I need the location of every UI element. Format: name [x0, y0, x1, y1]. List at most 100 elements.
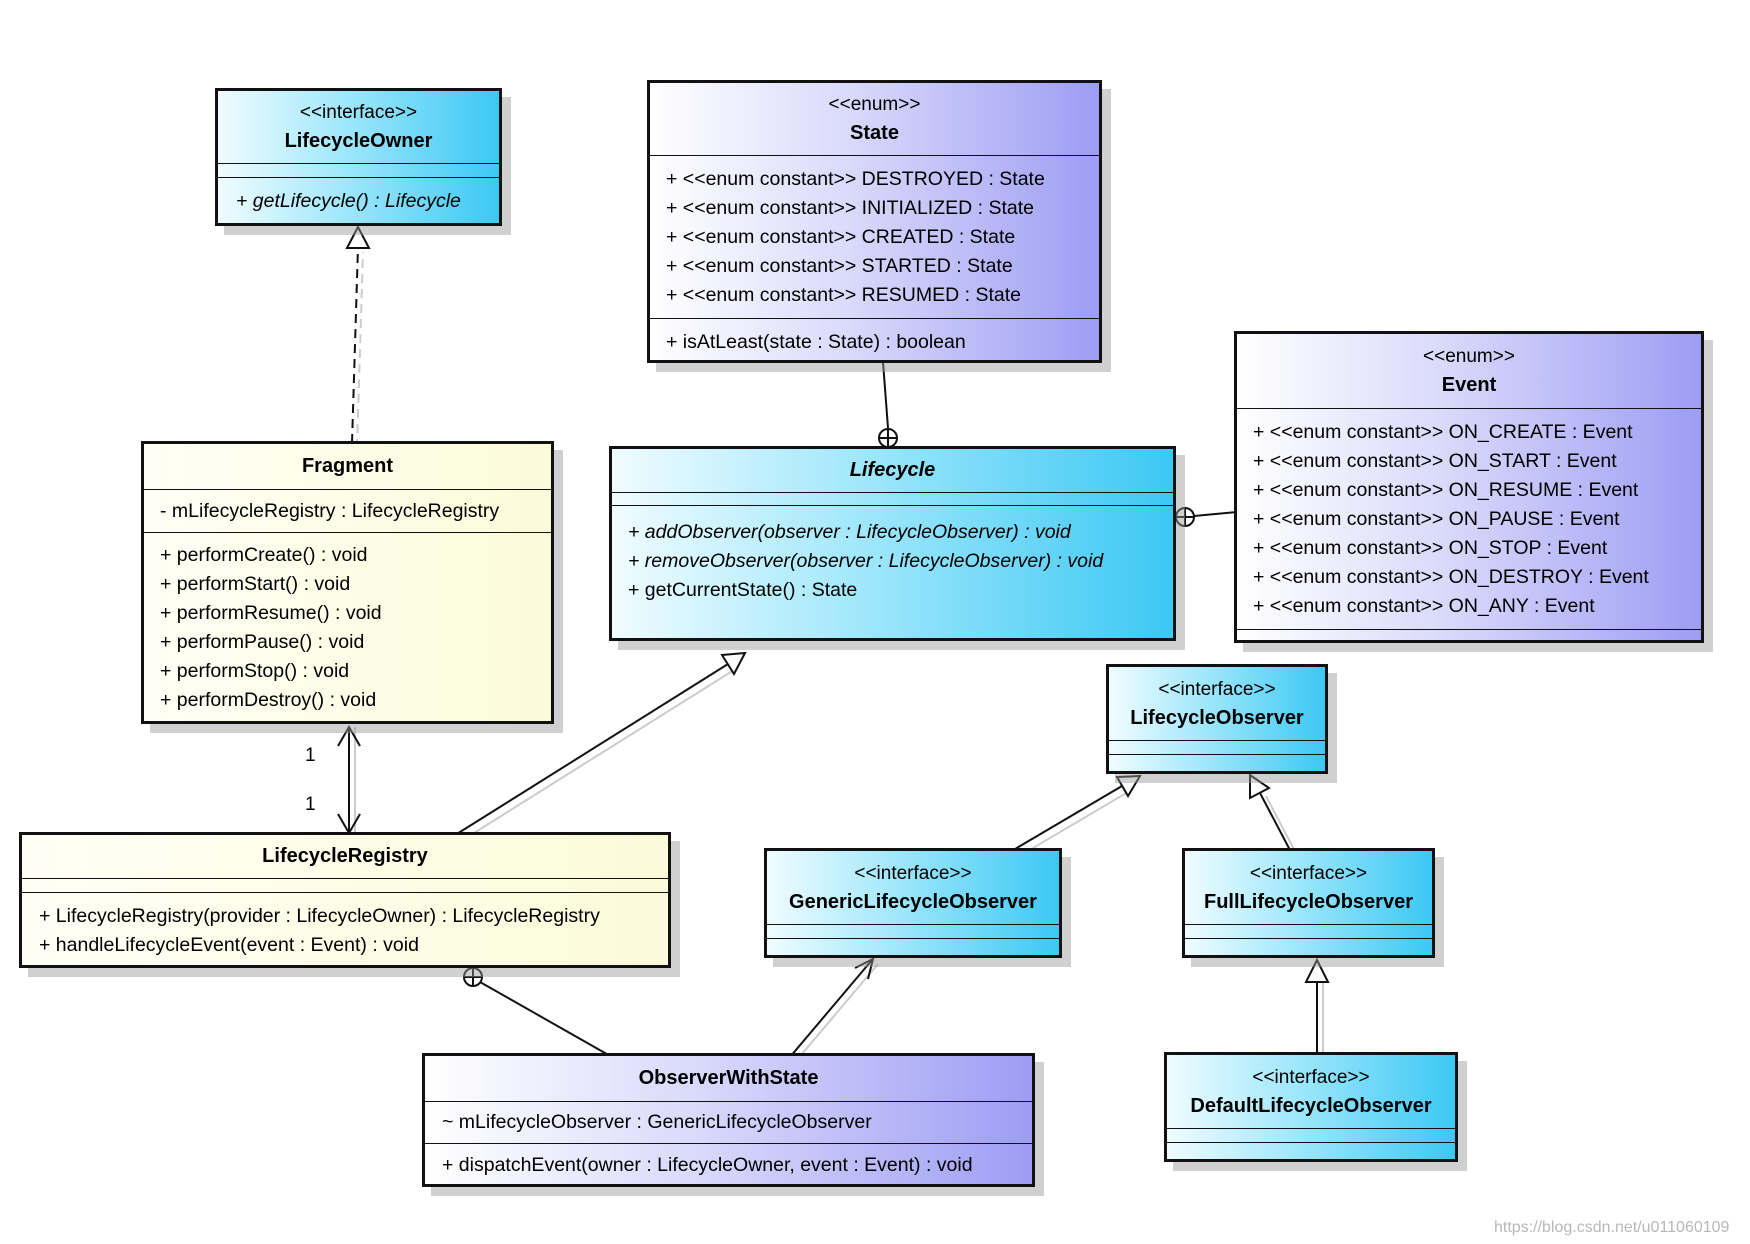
operation: + addObserver(observer : LifecycleObserv…: [628, 521, 1071, 543]
interface-lifecycle-observer: <<interface>> LifecycleObserver: [1106, 664, 1328, 774]
operations-section: + isAtLeast(state : State) : boolean: [650, 319, 1099, 360]
generalization-registry-lifecycle: [451, 651, 747, 844]
class-name: LifecycleOwner: [284, 130, 433, 152]
class-name: DefaultLifecycleObserver: [1190, 1094, 1432, 1117]
operations-section: + performCreate() : void + performStart(…: [144, 533, 551, 721]
class-name: GenericLifecycleObserver: [789, 890, 1037, 913]
generalization-full-observer: [1249, 773, 1298, 856]
operations-section: + LifecycleRegistry(provider : Lifecycle…: [22, 893, 668, 965]
nesting-event-lifecycle: [1175, 507, 1238, 527]
enum-event: <<enum>> Event + <<enum constant>> ON_CR…: [1234, 331, 1704, 643]
class-header: <<enum>> State: [650, 83, 1099, 156]
operations-section: [1167, 1143, 1455, 1157]
stereotype-label: <<interface>>: [1158, 678, 1276, 700]
generalization-default-full: [1304, 957, 1330, 1057]
stereotype-label: <<interface>>: [854, 862, 972, 884]
operation: + performStart() : void: [160, 573, 351, 595]
nesting-registry-observerwithstate: [463, 967, 613, 1058]
class-lifecycle-owner: <<interface>> LifecycleOwner + getLifecy…: [215, 88, 502, 226]
class-header: <<interface>> LifecycleObserver: [1109, 667, 1325, 741]
operations-section: [1237, 630, 1701, 640]
operations-section: [1109, 755, 1325, 769]
attributes-section: [1167, 1129, 1455, 1143]
operations-section: + addObserver(observer : LifecycleObserv…: [612, 506, 1173, 613]
enum-constant: + <<enum constant>> DESTROYED : State: [666, 168, 1045, 190]
operation: + performDestroy() : void: [160, 689, 377, 711]
attributes-section: [218, 164, 499, 178]
enum-constant: + <<enum constant>> ON_STOP : Event: [1253, 537, 1608, 559]
attributes-section: [1185, 925, 1432, 939]
class-header: <<enum>> Event: [1237, 334, 1701, 409]
class-header: <<interface>> LifecycleOwner: [218, 91, 499, 164]
operation: + dispatchEvent(owner : LifecycleOwner, …: [442, 1154, 973, 1176]
class-header: <<interface>> DefaultLifecycleObserver: [1167, 1055, 1455, 1129]
class-header: Fragment: [144, 444, 551, 490]
stereotype-label: <<enum>>: [828, 94, 921, 115]
enum-constant: + <<enum constant>> ON_DESTROY : Event: [1253, 566, 1649, 588]
class-header: ObserverWithState: [425, 1056, 1032, 1102]
operations-section: [1185, 939, 1432, 953]
association-fragment-registry: [337, 725, 361, 835]
enum-constant: + <<enum constant>> ON_ANY : Event: [1253, 595, 1595, 617]
class-header: Lifecycle: [612, 449, 1173, 493]
class-name: ObserverWithState: [638, 1067, 819, 1089]
class-header: <<interface>> FullLifecycleObserver: [1185, 851, 1432, 925]
attribute: - mLifecycleRegistry : LifecycleRegistry: [160, 500, 500, 522]
multiplicity-fragment-end: 1: [305, 745, 316, 766]
operation: + isAtLeast(state : State) : boolean: [666, 331, 966, 353]
attribute: ~ mLifecycleObserver : GenericLifecycleO…: [442, 1111, 872, 1133]
generalization-generic-observer: [1009, 774, 1142, 859]
operations-section: + dispatchEvent(owner : LifecycleOwner, …: [425, 1144, 1032, 1184]
class-observer-with-state: ObserverWithState ~ mLifecycleObserver :…: [422, 1053, 1035, 1187]
operation: + performStop() : void: [160, 660, 350, 682]
enum-constant: + <<enum constant>> ON_RESUME : Event: [1253, 479, 1639, 501]
attributes-section: - mLifecycleRegistry : LifecycleRegistry: [144, 490, 551, 533]
class-name: Event: [1441, 374, 1497, 396]
operation: + performCreate() : void: [160, 544, 368, 566]
enum-state: <<enum>> State + <<enum constant>> DESTR…: [647, 80, 1102, 363]
class-lifecycle: Lifecycle + addObserver(observer : Lifec…: [609, 446, 1176, 641]
class-name: LifecycleObserver: [1130, 706, 1304, 729]
class-name: State: [850, 122, 899, 144]
attributes-section: [612, 493, 1173, 506]
operation: + getLifecycle() : Lifecycle: [236, 190, 461, 212]
class-lifecycle-registry: LifecycleRegistry + LifecycleRegistry(pr…: [19, 832, 671, 968]
enum-constant: + <<enum constant>> STARTED : State: [666, 255, 1013, 277]
operations-section: [767, 939, 1059, 953]
operation: + getCurrentState() : State: [628, 579, 858, 601]
interface-generic-lifecycle-observer: <<interface>> GenericLifecycleObserver: [764, 848, 1062, 958]
enum-constant: + <<enum constant>> ON_START : Event: [1253, 450, 1617, 472]
stereotype-label: <<enum>>: [1423, 346, 1515, 367]
watermark: https://blog.csdn.net/u011060109: [1494, 1219, 1730, 1236]
class-name: LifecycleRegistry: [262, 845, 428, 867]
enum-constant: + <<enum constant>> RESUMED : State: [666, 284, 1021, 306]
class-fragment: Fragment - mLifecycleRegistry : Lifecycl…: [141, 441, 554, 724]
attributes-section: [22, 879, 668, 893]
class-name: Lifecycle: [849, 459, 936, 481]
operation: + handleLifecycleEvent(event : Event) : …: [39, 934, 419, 956]
class-name: FullLifecycleObserver: [1204, 890, 1413, 913]
stereotype-label: <<interface>>: [1252, 1066, 1370, 1088]
attributes-section: ~ mLifecycleObserver : GenericLifecycleO…: [425, 1102, 1032, 1144]
nesting-state-lifecycle: [878, 361, 898, 448]
operation: + performResume() : void: [160, 602, 382, 624]
class-name: Fragment: [301, 455, 394, 477]
enum-constant: + <<enum constant>> ON_PAUSE : Event: [1253, 508, 1620, 530]
attributes-section: + <<enum constant>> DESTROYED : State + …: [650, 156, 1099, 319]
stereotype-label: <<interface>>: [299, 102, 418, 123]
operation: + LifecycleRegistry(provider : Lifecycle…: [39, 905, 600, 927]
interface-default-lifecycle-observer: <<interface>> DefaultLifecycleObserver: [1164, 1052, 1458, 1162]
realization-fragment-lifecycleowner: [345, 224, 371, 449]
operations-section: + getLifecycle() : Lifecycle: [218, 178, 499, 223]
enum-constant: + <<enum constant>> ON_CREATE : Event: [1253, 421, 1633, 443]
enum-constant: + <<enum constant>> INITIALIZED : State: [666, 197, 1034, 219]
multiplicity-registry-end: 1: [305, 794, 316, 815]
class-header: LifecycleRegistry: [22, 835, 668, 879]
enum-constant: + <<enum constant>> CREATED : State: [666, 226, 1016, 248]
operation: + performPause() : void: [160, 631, 365, 653]
operation: + removeObserver(observer : LifecycleObs…: [628, 550, 1104, 572]
attributes-section: + <<enum constant>> ON_CREATE : Event + …: [1237, 409, 1701, 630]
interface-full-lifecycle-observer: <<interface>> FullLifecycleObserver: [1182, 848, 1435, 958]
stereotype-label: <<interface>>: [1249, 862, 1368, 884]
